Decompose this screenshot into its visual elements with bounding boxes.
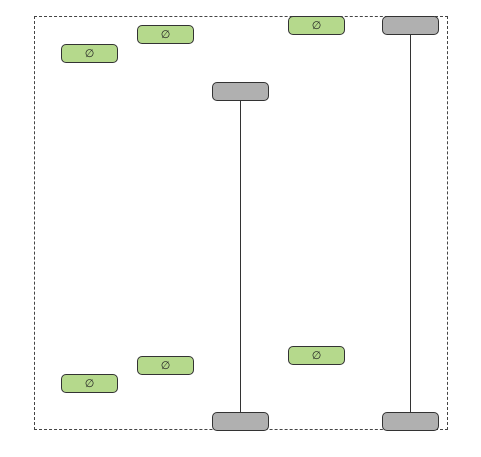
lifeline-1-foot[interactable] [212, 412, 269, 431]
lifeline-2-line [410, 34, 411, 414]
label-box-4[interactable]: ∅ [61, 374, 118, 393]
label-box-6[interactable]: ∅ [288, 346, 345, 365]
lifeline-2-foot[interactable] [382, 412, 439, 431]
label-box-2[interactable]: ∅ [137, 25, 194, 44]
lifeline-1-line [240, 100, 241, 414]
lifeline-2-head[interactable] [382, 16, 439, 35]
label-box-5[interactable]: ∅ [137, 356, 194, 375]
label-box-1[interactable]: ∅ [61, 44, 118, 63]
label-box-3[interactable]: ∅ [288, 16, 345, 35]
diagram-frame [34, 16, 448, 430]
lifeline-1-head[interactable] [212, 82, 269, 101]
